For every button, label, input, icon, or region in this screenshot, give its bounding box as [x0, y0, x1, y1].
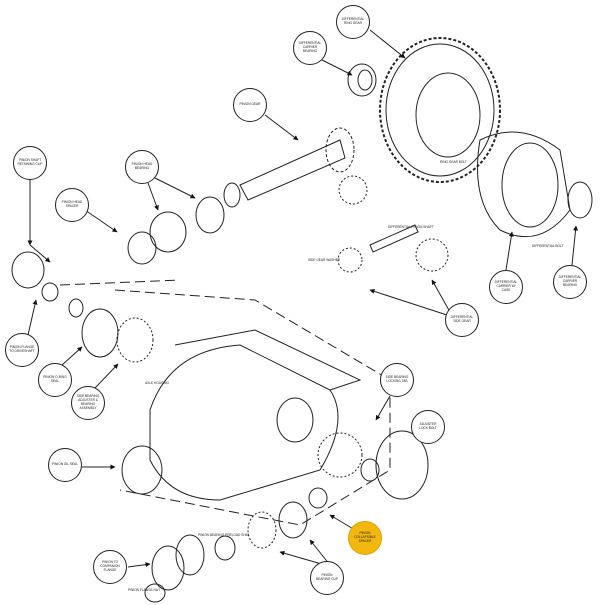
- callout-text: Pinion shaft retaining clip: [17, 158, 43, 166]
- axle-housing-part: [121, 329, 362, 501]
- callout-pinion-spacer: Pinion head spacer: [55, 188, 89, 222]
- callout-carrier-bearing-right: Differential carrier bearing: [553, 265, 587, 299]
- callout-carrier-case: Differential carrier w/ case: [489, 270, 523, 304]
- callout-text: Adjuster lock bolt: [419, 422, 437, 430]
- callout-lock-bolt: Adjuster lock bolt: [411, 410, 445, 444]
- callout-o-ring: Pinion O-ring seal: [38, 363, 72, 397]
- callout-pinion-gear: Pinion gear: [233, 88, 267, 122]
- callout-text: Pinion oil seal: [52, 462, 78, 467]
- pinion-gear-part: [223, 127, 355, 208]
- tag-flange-nut: Pinion flange nut: [128, 588, 161, 592]
- callout-ring-gear: Differential ring gear: [336, 5, 370, 39]
- callout-text: Pinion O-ring seal: [43, 375, 67, 383]
- callout-retaining-clip: Pinion shaft retaining clip: [13, 146, 47, 180]
- callout-text: Pinion head bearing: [131, 162, 153, 170]
- callout-text: Pinion bearing cup: [316, 573, 338, 581]
- callout-locking-tab: Side bearing locking tab: [380, 363, 414, 397]
- tag-ring-gear-bolt: Ring gear bolt: [440, 160, 467, 164]
- callout-bearing-cup: Pinion bearing cup: [310, 561, 344, 595]
- callout-text: Pinion to companion flange: [100, 560, 120, 572]
- callout-drive-flange: Pinion flange to driveshaft: [5, 333, 39, 367]
- callout-pinion-head-bearing: Pinion head bearing: [125, 150, 159, 184]
- leader-arrows: [27, 29, 579, 568]
- callout-text: Differential side gear: [450, 315, 474, 323]
- pinion-shim-part: [127, 231, 157, 265]
- callout-text: Pinion gear: [239, 102, 261, 107]
- callout-text: Differential carrier bearing: [558, 275, 582, 287]
- callout-text: Pinion flange to driveshaft: [9, 345, 35, 353]
- pinion-race-part: [149, 211, 187, 253]
- tag-axle-housing: Axle housing: [145, 381, 169, 385]
- differential-case-part: [477, 131, 593, 238]
- callout-text: Differential carrier bearing: [298, 41, 322, 53]
- callout-side-gear: Differential side gear: [445, 303, 479, 337]
- drive-flange-part: [11, 251, 59, 302]
- callout-text: Side bearing locking tab: [385, 375, 409, 383]
- callout-text: Pinion head spacer: [61, 200, 83, 208]
- tag-side-gear-washer: Side gear washer: [308, 258, 341, 262]
- callout-oil-seal: Pinion oil seal: [48, 448, 82, 482]
- ring-gear-part: [379, 37, 501, 183]
- tag-preload-shim: Pinion bearing preload shim: [198, 533, 250, 537]
- callout-text: Differential carrier w/ case: [494, 280, 518, 292]
- callout-text: Differential ring gear: [341, 17, 365, 25]
- callout-side-bearing-adjuster: Side bearing adjuster & bearing assembly: [71, 386, 105, 420]
- pinion-head-bearing-part: [195, 196, 225, 234]
- callout-companion-flange: Pinion to companion flange: [93, 550, 127, 584]
- callout-collapsible-spacer[interactable]: Pinion collapsible spacer: [348, 521, 382, 555]
- callout-text: Pinion collapsible spacer: [354, 531, 376, 543]
- tag-differential-bolt: Differential bolt: [532, 244, 564, 248]
- callout-text: Side bearing adjuster & bearing assembly: [76, 394, 100, 410]
- carrier-bearing-top-part: [347, 63, 377, 97]
- callout-carrier-bearing-top: Differential carrier bearing: [293, 31, 327, 65]
- tag-pinion-shaft: Differential pinion shaft: [388, 225, 434, 229]
